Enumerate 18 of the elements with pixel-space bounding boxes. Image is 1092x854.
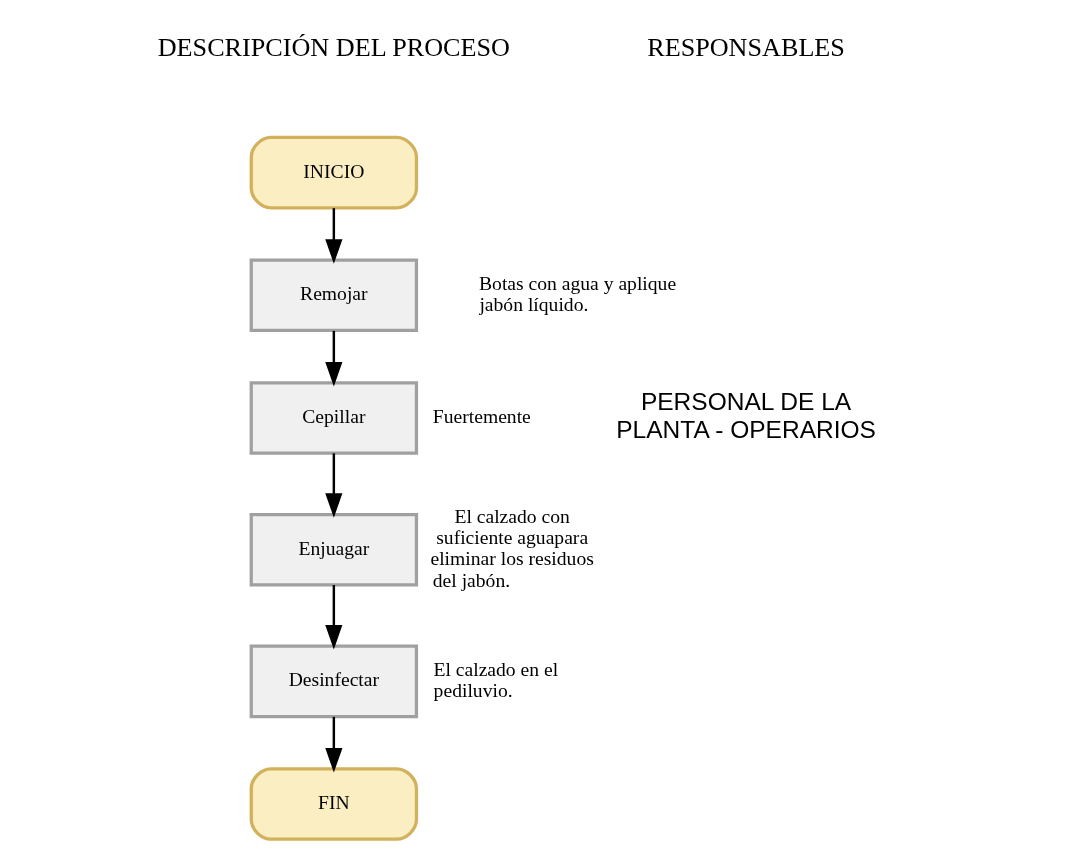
label: PERSONAL DE LA PLANTA - OPERARIOS [615, 387, 876, 443]
arrow [324, 716, 342, 773]
node-box: FIN [249, 767, 418, 841]
label: DESCRIPCIÓN DEL PROCESO [157, 33, 510, 63]
node-label: El calzado en el pediluvio. [432, 658, 558, 702]
arrow [324, 585, 342, 650]
arrow [324, 208, 342, 264]
node-box: Remojar [249, 258, 418, 333]
label: RESPONSABLES [646, 33, 845, 63]
node-label: Fuertemente [432, 406, 531, 428]
node-box: Enjuagar [249, 512, 418, 587]
node-box: INICIO [249, 135, 418, 210]
node-box: Desinfectar [249, 644, 418, 719]
node-label: Botas con agua y aplique jabón líquido. [478, 272, 676, 316]
node-label: El calzado con suficiente aguapara eliminar los residuos del jabón. [429, 505, 594, 591]
arrow [324, 453, 342, 518]
arrow [324, 330, 342, 387]
node-box: Cepillar [249, 381, 418, 455]
